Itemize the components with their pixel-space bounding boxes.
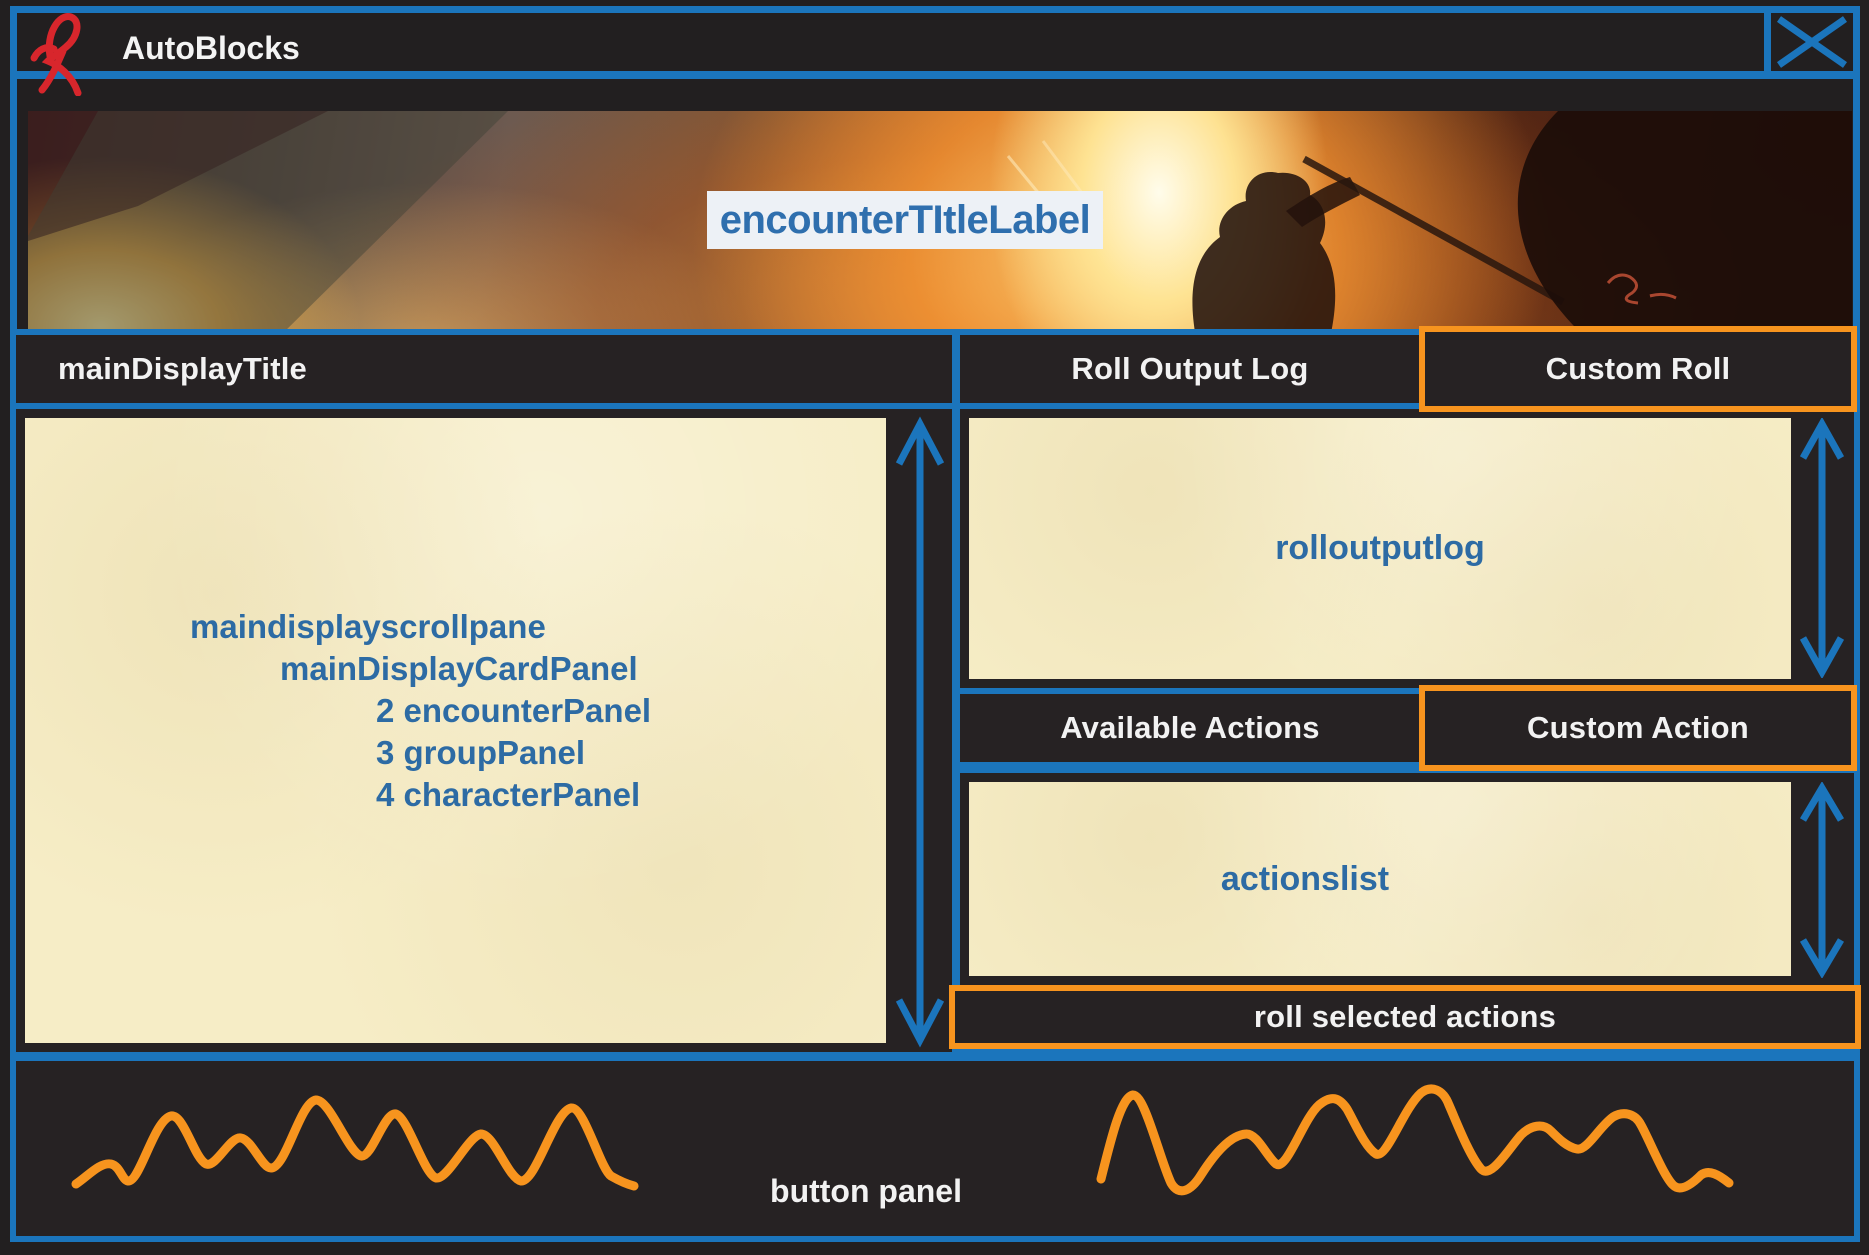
right-column-bottom-border [954, 1047, 1860, 1055]
custom-roll-text: Custom Roll [1545, 351, 1731, 386]
roll-output-scrollbar-arrow-icon[interactable] [1795, 418, 1849, 678]
roll-output-log-text: Roll Output Log [1071, 351, 1309, 386]
roll-output-log-pane[interactable]: rolloutputlog [969, 418, 1791, 679]
actions-list-container: actionslist [954, 767, 1860, 991]
custom-action-button[interactable]: Custom Action [1419, 685, 1857, 771]
actions-list-pane[interactable]: actionslist [969, 782, 1791, 976]
scrollpane-line: 3 groupPanel [376, 734, 586, 771]
custom-roll-button[interactable]: Custom Roll [1419, 326, 1857, 412]
banner-art-overlay [28, 111, 1852, 338]
squiggle-right-icon [1096, 1084, 1734, 1196]
titlebar-divider [10, 71, 1860, 79]
close-x-icon [1776, 16, 1848, 68]
button-panel-label: button panel [770, 1173, 962, 1209]
main-display-container: maindisplayscrollpane mainDisplayCardPan… [10, 403, 958, 1058]
roll-output-pane-label: rolloutputlog [1275, 529, 1485, 567]
main-display-scrollpane[interactable]: maindisplayscrollpane mainDisplayCardPan… [25, 418, 886, 1043]
roll-selected-actions-text: roll selected actions [1253, 999, 1557, 1034]
scrollpane-line: 2 encounterPanel [376, 692, 652, 729]
custom-action-text: Custom Action [1527, 710, 1749, 745]
scrollpane-line: 4 characterPanel [376, 776, 641, 813]
actions-list-scrollbar-arrow-icon[interactable] [1795, 782, 1849, 978]
main-display-scrollbar-arrow-icon[interactable] [890, 416, 950, 1048]
scrollpane-line: maindisplayscrollpane [190, 608, 546, 645]
available-actions-header: Available Actions [954, 688, 1426, 768]
roll-output-log-header: Roll Output Log [954, 329, 1426, 409]
main-display-title-text: mainDisplayTitle [58, 351, 307, 386]
close-button[interactable] [1764, 6, 1860, 78]
scrollpane-line: mainDisplayCardPanel [280, 650, 638, 687]
button-panel: button panel [10, 1055, 1860, 1242]
encounter-title-label: encounterTItleLabel [707, 191, 1103, 249]
actions-list-label: actionslist [1220, 859, 1390, 898]
encounter-banner-image: encounterTItleLabel [28, 111, 1852, 338]
main-display-title-bar: mainDisplayTitle [10, 329, 958, 409]
app-logo-scribble-icon [26, 4, 110, 97]
app-title: AutoBlocks [122, 30, 300, 66]
roll-output-container: rolloutputlog [954, 403, 1860, 694]
available-actions-text: Available Actions [1060, 710, 1320, 745]
squiggle-left-icon [71, 1095, 639, 1191]
roll-selected-actions-button[interactable]: roll selected actions [949, 985, 1861, 1049]
